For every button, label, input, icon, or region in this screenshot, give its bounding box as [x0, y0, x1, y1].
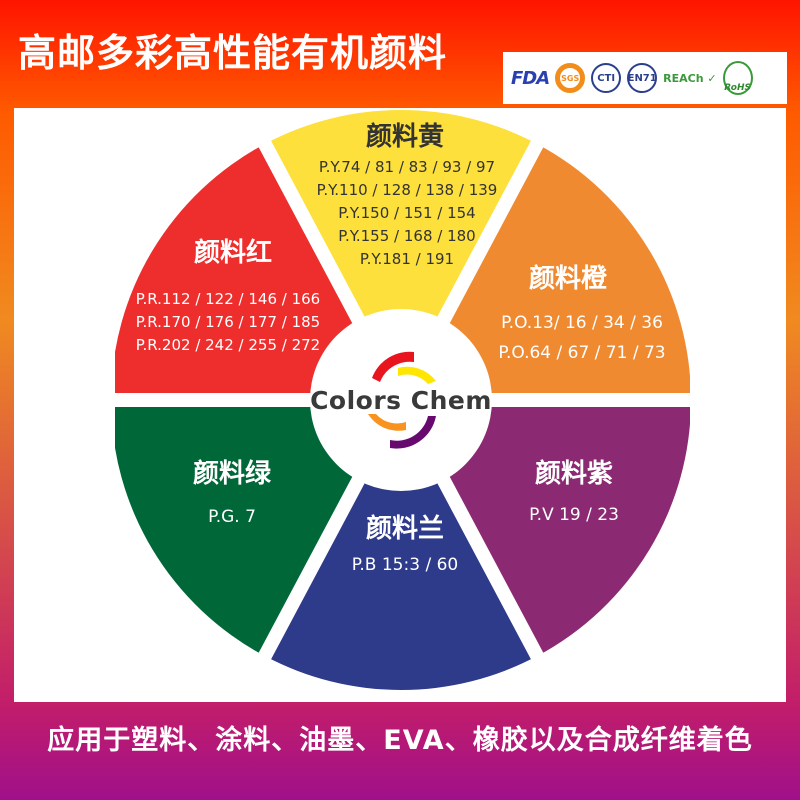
code-line: P.Y.155 / 168 / 180 [338, 227, 476, 245]
segment-green-title: 颜料绿 [192, 459, 272, 489]
segment-red-codes: P.R.112 / 122 / 146 / 166 P.R.170 / 176 … [136, 288, 320, 357]
segment-orange-codes: P.O.13/ 16 / 34 / 36 P.O.64 / 67 / 71 / … [498, 308, 665, 368]
segment-red-title: 颜料红 [193, 238, 273, 268]
certification-logos: FDA SGS CTI EN71 REACh ✓ RoHS [503, 52, 787, 104]
segment-purple-title: 颜料紫 [534, 459, 614, 489]
code-line: P.Y.150 / 151 / 154 [338, 204, 476, 222]
code-line: P.R.202 / 242 / 255 / 272 [135, 336, 321, 354]
segment-purple [401, 400, 690, 657]
segment-purple-codes: P.V 19 / 23 [529, 505, 619, 525]
segment-yellow [264, 110, 538, 400]
fda-logo: FDA [511, 67, 550, 89]
segment-orange [401, 143, 690, 400]
segment-green-codes: P.G. 7 [208, 507, 256, 527]
code-line: P.O.13/ 16 / 34 / 36 [501, 313, 663, 333]
center-circle [310, 309, 492, 491]
cti-logo: CTI [591, 63, 622, 93]
segment-red [115, 143, 401, 400]
en71-logo: EN71 [627, 63, 658, 93]
sgs-logo: SGS [555, 63, 586, 93]
page-title: 高邮多彩高性能有机颜料 [18, 31, 448, 75]
code-line: P.O.64 / 67 / 71 / 73 [498, 343, 666, 363]
colors-chem-logo-text: Colors Chem [310, 386, 492, 415]
colors-chem-logo-icon [368, 351, 436, 449]
application-banner: 应用于塑料、涂料、油墨、EVA、橡胶以及合成纤维着色 [47, 725, 753, 756]
segment-blue-title: 颜料兰 [365, 514, 445, 544]
code-line: P.Y.110 / 128 / 138 / 139 [316, 181, 498, 199]
code-line: P.Y.181 / 191 [359, 250, 455, 268]
code-line: P.R.170 / 176 / 177 / 185 [135, 313, 321, 331]
segment-orange-title: 颜料橙 [528, 264, 608, 294]
segment-yellow-codes: P.Y.74 / 81 / 83 / 93 / 97 P.Y.110 / 128… [317, 156, 498, 271]
code-line: P.R.112 / 122 / 146 / 166 [135, 290, 321, 308]
reach-logo: REACh ✓ [663, 71, 717, 85]
rohs-logo: RoHS [722, 61, 753, 95]
segment-green [115, 400, 401, 657]
segment-yellow-title: 颜料黄 [365, 122, 445, 152]
code-line: P.Y.74 / 81 / 83 / 93 / 97 [318, 158, 496, 176]
segment-blue-codes: P.B 15:3 / 60 [351, 555, 459, 575]
segment-blue [264, 400, 538, 690]
